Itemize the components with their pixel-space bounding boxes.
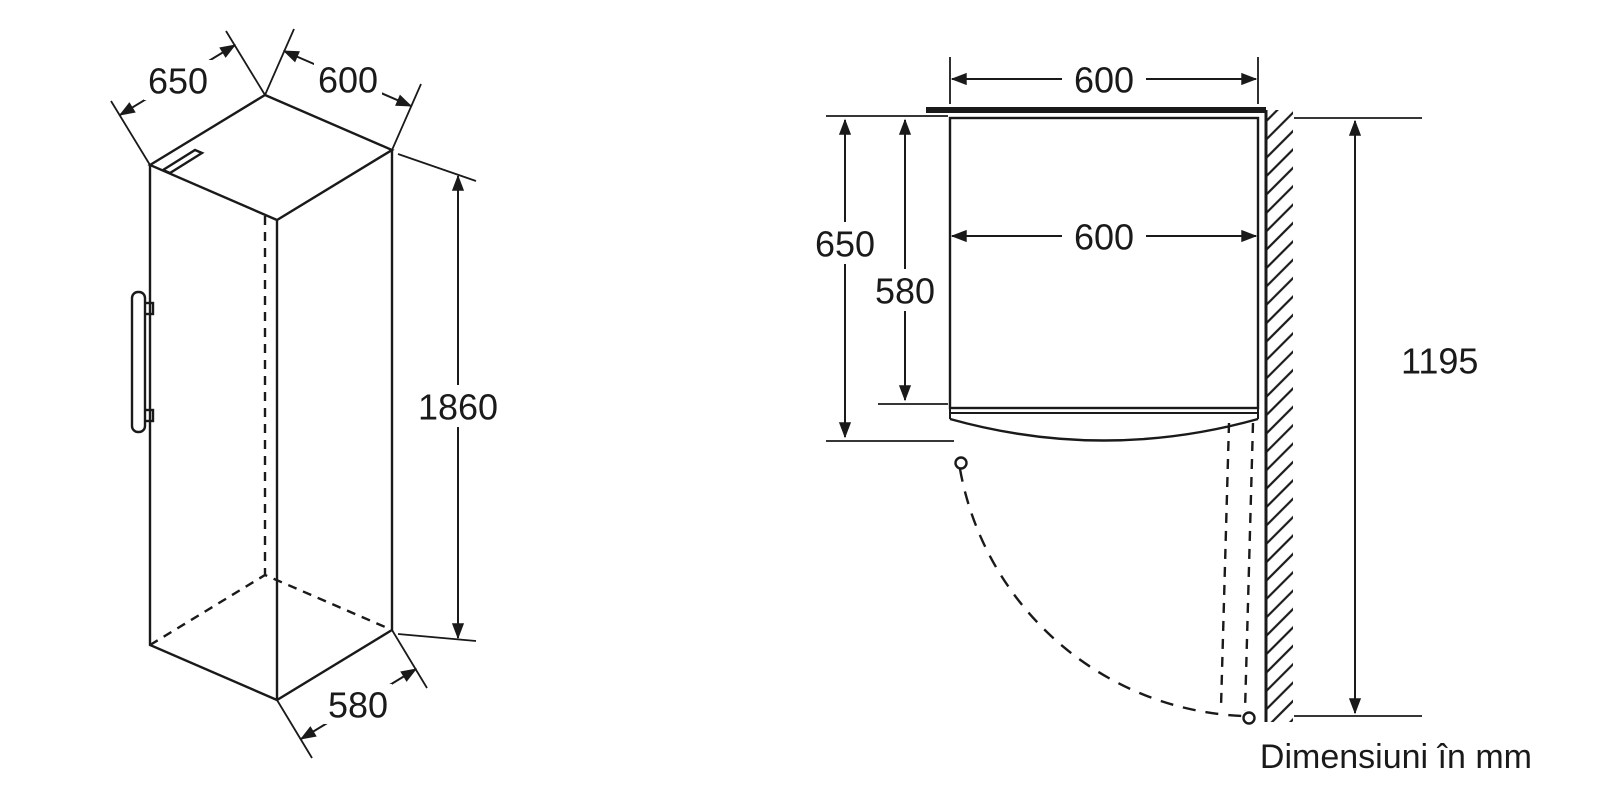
dim-580-extension-lines xyxy=(276,629,428,759)
top-view: 600 650 580 600 1195 xyxy=(806,57,1478,725)
fridge-outline xyxy=(147,93,395,702)
dim-label-depth-top: 650 xyxy=(148,61,208,102)
dim-650-label-halo-top-view xyxy=(806,222,884,264)
dim-600-overall-width: 600 xyxy=(949,57,1259,104)
dim-580-label-halo-top-view xyxy=(866,269,944,311)
door-closed xyxy=(949,408,1259,470)
dim-580-cabinet-depth: 580 xyxy=(866,118,948,405)
dim-600-width: 600 xyxy=(264,28,422,151)
dim-600-extension-lines xyxy=(264,28,422,151)
door-open-dashed xyxy=(958,422,1256,725)
fridge-handle xyxy=(130,290,155,434)
dim-label-width-inner: 600 xyxy=(1074,217,1134,258)
units-caption: Dimensiuni în mm xyxy=(1260,738,1532,776)
dim-label-depth-overall: 650 xyxy=(815,224,875,265)
door-swing-arc xyxy=(958,468,1244,718)
dim-650-overall-depth: 650 xyxy=(806,115,954,442)
dim-580-depth-bottom: 580 xyxy=(276,629,428,759)
dim-label-height: 1860 xyxy=(418,387,498,428)
isometric-view: 650 600 1860 580 xyxy=(110,28,503,759)
dim-600-label-halo xyxy=(314,59,382,99)
dim-650-depth: 650 xyxy=(110,30,266,166)
door-open-edges xyxy=(1219,422,1255,712)
door-front-curve xyxy=(949,417,1259,442)
dim-650-label-halo xyxy=(144,60,212,100)
door-handle-closed xyxy=(954,456,968,470)
dim-600-inner-label-halo xyxy=(1062,215,1146,257)
dim-label-width-top: 600 xyxy=(318,60,378,101)
dim-label-depth-cabinet: 580 xyxy=(875,271,935,312)
dim-1195-extension-lines xyxy=(1294,117,1422,717)
dim-1195-door-clearance: 1195 xyxy=(1294,117,1478,717)
dim-580-label-halo xyxy=(324,684,392,724)
dim-1860-height: 1860 xyxy=(397,153,503,642)
door-side-caps xyxy=(949,408,1259,419)
fridge-hidden-edges xyxy=(149,216,393,647)
dim-label-width-overall: 600 xyxy=(1074,60,1134,101)
dim-1860-label-halo xyxy=(413,385,503,427)
wall-hatching xyxy=(1266,110,1293,722)
dim-600-top-label-halo xyxy=(1062,58,1146,100)
dim-label-depth-bottom: 580 xyxy=(328,685,388,726)
dim-650-extension-lines-top-view xyxy=(826,115,954,442)
door-handle-open xyxy=(1242,711,1256,725)
fridge-handle-bar xyxy=(130,290,147,434)
dim-650-extension-lines xyxy=(110,30,266,166)
dim-600-inner-width: 600 xyxy=(950,215,1258,258)
cabinet-body-outline xyxy=(948,116,1260,410)
fridge-top-hinge xyxy=(160,148,205,175)
dim-600-top-extension-lines xyxy=(949,57,1259,104)
dim-label-door-clearance: 1195 xyxy=(1401,341,1478,382)
